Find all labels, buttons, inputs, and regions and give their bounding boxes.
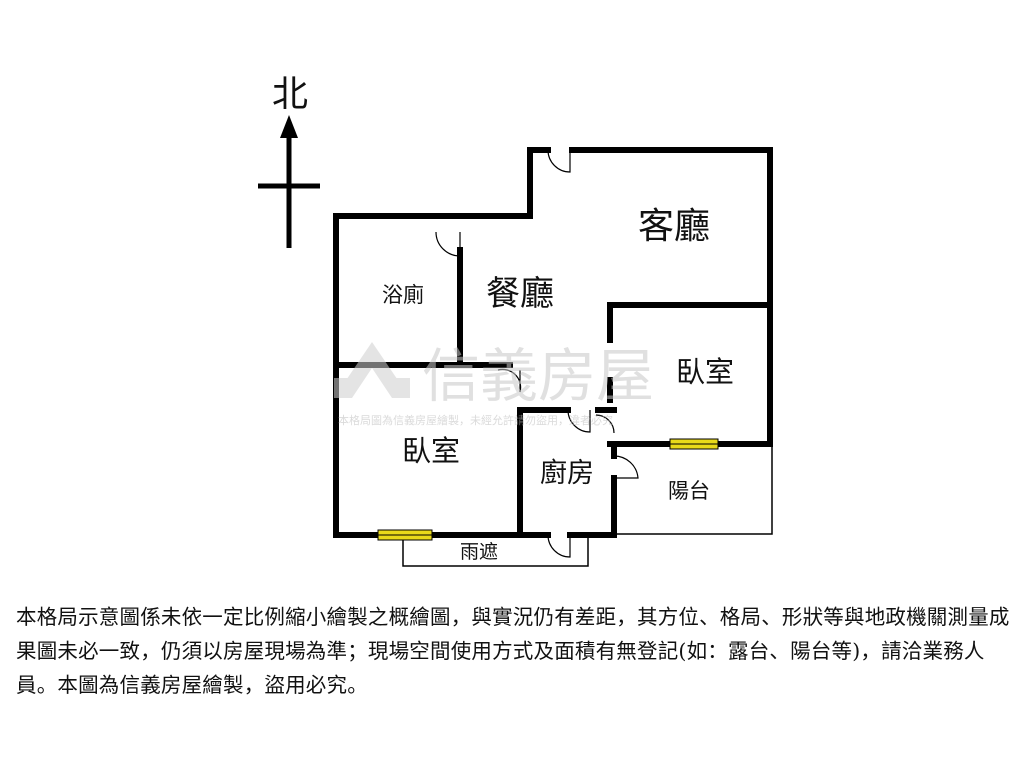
room-label-dining: 餐廳 [486,274,554,314]
doors [435,149,639,558]
watermark: 信義房屋 本格局圖為信義房屋繪製，未經允許請勿盜用，違者必究 [334,342,654,427]
bathroom-door [435,231,461,257]
room-label-bedroom-west: 臥室 [402,434,460,468]
room-label-kitchen: 廚房 [540,458,594,489]
north-label: 北 [272,74,308,115]
room-label-bedroom-east: 臥室 [676,355,734,389]
balcony-door [613,455,639,479]
room-label-bathroom: 浴廁 [382,283,424,307]
compass: 北 [258,74,320,248]
entrance-door [547,149,571,173]
floor-plan: 北 [258,74,773,567]
brand-logo-icon [334,342,410,398]
room-label-living: 客廳 [638,206,710,247]
bedroom-east-door [595,414,615,434]
canopy-door [547,534,571,558]
windows [377,438,719,541]
watermark-notice: 本格局圖為信義房屋繪製，未經允許請勿盜用，違者必究 [338,413,613,427]
walls [333,147,773,538]
canopy-outline [402,536,589,567]
room-label-balcony: 陽台 [668,479,710,503]
disclaimer-text: 本格局示意圖係未依一定比例縮小繪製之概繪圖，與實況仍有差距，其方位、格局、形狀等… [16,605,1010,697]
room-label-canopy: 雨遮 [460,541,498,563]
watermark-brand: 信義房屋 [422,342,654,410]
bedroom-west-door [497,368,522,393]
kitchen-door [567,409,591,433]
north-arrow-icon [280,115,298,138]
